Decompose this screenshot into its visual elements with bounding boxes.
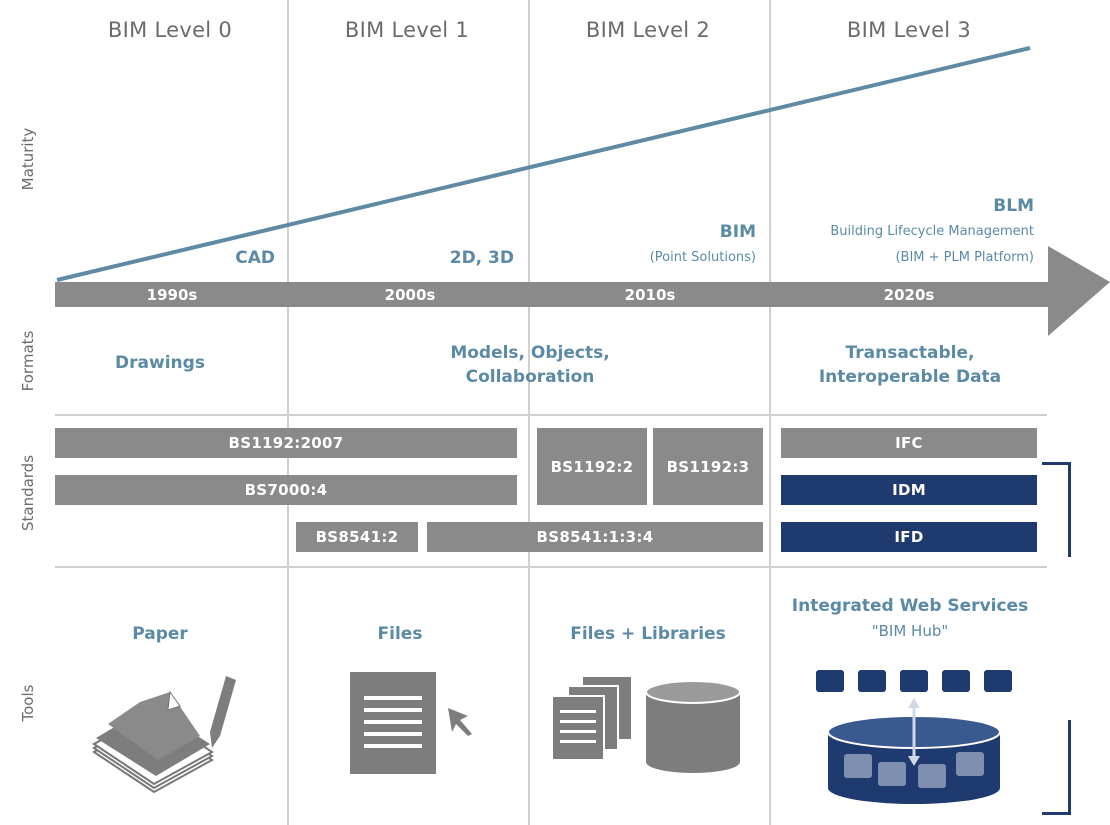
row-divider-standards-tools <box>55 566 1047 568</box>
bracket-top <box>1042 462 1071 557</box>
documents-icon <box>551 675 633 761</box>
standard-bs1192-2007: BS1192:2007 <box>55 428 517 458</box>
milestone-blm: BLM <box>993 196 1034 216</box>
standard-bs8541-2: BS8541:2 <box>296 522 418 552</box>
format-models-line1: Models, Objects, <box>450 343 610 363</box>
milestone-bim-sub: (Point Solutions) <box>649 250 756 265</box>
tool-web-services-label: Integrated Web Services <box>791 596 1029 616</box>
milestone-cad: CAD <box>235 248 275 268</box>
era-2000s: 2000s <box>384 286 436 304</box>
tool-bim-hub-label: "BIM Hub" <box>871 622 949 640</box>
bracket-bottom <box>1042 720 1071 815</box>
level-0-header: BIM Level 0 <box>107 18 233 42</box>
standard-idm: IDM <box>781 475 1037 505</box>
format-drawings: Drawings <box>115 353 205 373</box>
row-label-standards: Standards <box>19 454 37 532</box>
milestone-bim: BIM <box>719 222 756 242</box>
level-1-header: BIM Level 1 <box>344 18 470 42</box>
hub-database-icon <box>816 670 1012 804</box>
level-3-header: BIM Level 3 <box>846 18 972 42</box>
paper-stack-icon <box>92 690 214 794</box>
row-divider-formats-standards <box>55 414 1047 416</box>
format-transactable-line1: Transactable, <box>845 343 975 363</box>
format-transactable-line2: Interoperable Data <box>818 367 1002 387</box>
standard-bs8541-134: BS8541:1:3:4 <box>427 522 763 552</box>
cursor-arrow-icon <box>448 708 472 736</box>
tool-files-libraries-label: Files + Libraries <box>570 624 726 644</box>
maturity-diagram <box>55 46 1110 336</box>
pencil-icon <box>210 676 236 748</box>
standard-bs1192-2: BS1192:2 <box>537 428 647 505</box>
tool-paper-label: Paper <box>132 624 188 644</box>
timeline-arrow <box>55 246 1110 336</box>
format-models-line2: Collaboration <box>465 367 595 387</box>
standard-ifd: IFD <box>781 522 1037 552</box>
standard-ifc: IFC <box>781 428 1037 458</box>
maturity-slope-line <box>56 46 1031 282</box>
column-divider-3 <box>769 0 771 825</box>
standard-bs1192-3: BS1192:3 <box>653 428 763 505</box>
milestone-2d-3d: 2D, 3D <box>449 248 514 268</box>
row-label-tools: Tools <box>19 684 37 722</box>
document-icon <box>350 672 436 774</box>
milestone-blm-sub-1: Building Lifecycle Management <box>830 224 1034 239</box>
column-divider-1 <box>287 0 289 825</box>
database-icon <box>645 680 741 773</box>
tool-files-label: Files <box>377 624 423 644</box>
era-2010s: 2010s <box>624 286 676 304</box>
milestone-blm-sub-2: (BIM + PLM Platform) <box>895 250 1034 265</box>
standard-bs7000-4: BS7000:4 <box>55 475 517 505</box>
level-2-header: BIM Level 2 <box>585 18 711 42</box>
era-1990s: 1990s <box>146 286 198 304</box>
column-divider-2 <box>528 0 530 825</box>
era-2020s: 2020s <box>883 286 935 304</box>
